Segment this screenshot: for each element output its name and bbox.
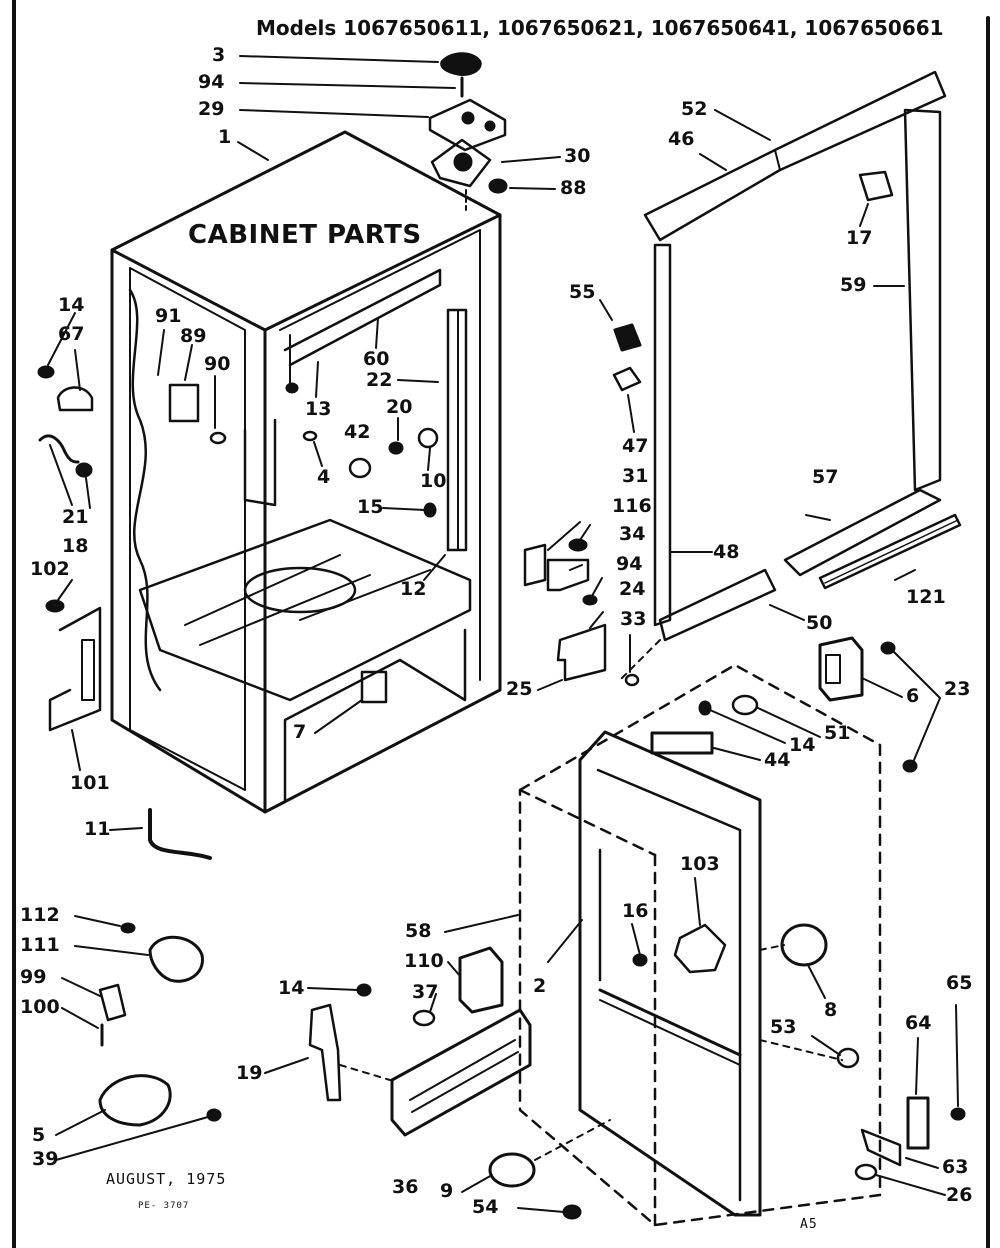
callout-31: 31 [622, 465, 649, 487]
callout-103: 103 [680, 853, 720, 875]
models-header: Models 1067650611, 1067650621, 106765064… [256, 16, 944, 40]
callout-50: 50 [806, 612, 833, 634]
callout-55: 55 [569, 281, 596, 303]
callout-121: 121 [906, 586, 946, 608]
callout-58: 58 [405, 920, 432, 942]
callout-14-door: 14 [789, 734, 816, 756]
callout-42: 42 [344, 421, 371, 443]
callout-11: 11 [84, 818, 111, 840]
callout-46: 46 [668, 128, 695, 150]
callout-1: 1 [218, 126, 232, 148]
callout-60: 60 [363, 348, 390, 370]
callout-18: 18 [62, 535, 89, 557]
callout-14-left: 14 [58, 294, 85, 316]
callout-9: 9 [440, 1180, 454, 1202]
callout-16: 16 [622, 900, 649, 922]
callout-39: 39 [32, 1148, 59, 1170]
callout-53: 53 [770, 1016, 797, 1038]
callout-12: 12 [400, 578, 427, 600]
callout-24: 24 [619, 578, 646, 600]
callout-2: 2 [533, 975, 547, 997]
callout-25: 25 [506, 678, 533, 700]
callout-22: 22 [366, 369, 393, 391]
callout-52: 52 [681, 98, 708, 120]
callout-59: 59 [840, 274, 867, 296]
callout-5: 5 [32, 1124, 46, 1146]
cabinet-shell-drawing [110, 130, 502, 814]
callout-13: 13 [305, 398, 332, 420]
callout-90: 90 [204, 353, 231, 375]
callout-111: 111 [20, 934, 60, 956]
callout-54: 54 [472, 1196, 499, 1218]
callout-3: 3 [212, 44, 226, 66]
leader-lines [47, 55, 959, 1213]
callout-116: 116 [612, 495, 652, 517]
callout-89: 89 [180, 325, 207, 347]
callout-112: 112 [20, 904, 60, 926]
callout-29: 29 [198, 98, 225, 120]
callout-8: 8 [824, 999, 838, 1021]
callout-30: 30 [564, 145, 591, 167]
callout-63: 63 [942, 1156, 969, 1178]
callout-101: 101 [70, 772, 110, 794]
callout-64: 64 [905, 1012, 932, 1034]
callout-88: 88 [560, 177, 587, 199]
callout-51: 51 [824, 722, 851, 744]
callout-36: 36 [392, 1176, 419, 1198]
callout-7: 7 [293, 721, 307, 743]
footer-code: PE- 3707 [138, 1201, 190, 1211]
callout-26: 26 [946, 1184, 973, 1206]
callout-4: 4 [317, 466, 331, 488]
callout-47: 47 [622, 435, 649, 457]
callout-94-right: 94 [616, 553, 643, 575]
section-title: CABINET PARTS [188, 220, 422, 250]
callout-20: 20 [386, 396, 413, 418]
callout-100: 100 [20, 996, 60, 1018]
lower-cabinet-drawing [518, 663, 882, 1227]
footer-page-ref: A5 [800, 1217, 818, 1232]
sheet-border [12, 0, 990, 1248]
callout-57: 57 [812, 466, 839, 488]
callout-37: 37 [412, 981, 439, 1003]
callout-6: 6 [906, 685, 920, 707]
callout-21: 21 [62, 506, 89, 528]
top-hinge-drawing [428, 52, 508, 213]
callout-102: 102 [30, 558, 70, 580]
callout-15: 15 [357, 496, 384, 518]
callout-110: 110 [404, 950, 444, 972]
callout-48: 48 [713, 541, 740, 563]
callout-33: 33 [620, 608, 647, 630]
callout-99: 99 [20, 966, 47, 988]
callout-10: 10 [420, 470, 447, 492]
footer-date: AUGUST, 1975 [106, 1170, 227, 1188]
callout-44: 44 [764, 749, 791, 771]
callout-91: 91 [155, 305, 182, 327]
callout-23: 23 [944, 678, 971, 700]
callout-17: 17 [846, 227, 873, 249]
callout-34: 34 [619, 523, 646, 545]
callout-65: 65 [946, 972, 973, 994]
callout-19: 19 [236, 1062, 263, 1084]
small-parts-drawing [37, 170, 966, 1220]
callout-94: 94 [198, 71, 225, 93]
gasket-frame-drawing [643, 70, 962, 642]
callout-67: 67 [58, 323, 85, 345]
callout-14-lower: 14 [278, 977, 305, 999]
